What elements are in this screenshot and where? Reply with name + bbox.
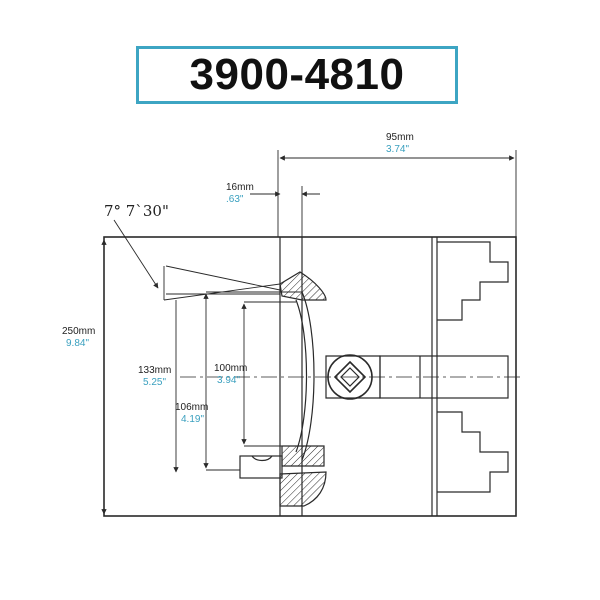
dim-133-inch: 5.25": [143, 377, 166, 388]
dim-133-mm: 133mm: [138, 365, 171, 376]
angle-leader: [113, 219, 159, 289]
dim-16-mm: 16mm: [226, 182, 254, 193]
bore-profile-inner: [295, 299, 308, 453]
square-drive: [333, 360, 367, 394]
dim-95-inch: 3.74": [386, 144, 409, 155]
angle-label: 7° 7`30": [104, 202, 169, 220]
jaw-bolt-section: [281, 445, 325, 467]
upper-jaw-steps: [437, 241, 509, 321]
upper-hatched-section: [279, 271, 327, 301]
dim-95-mm: 95mm: [386, 132, 414, 143]
jaw-bolt: [239, 455, 283, 479]
square-drive-inner: [340, 367, 360, 387]
dim-16-inch: .63": [226, 194, 244, 205]
dim-106-mm: 106mm: [175, 402, 208, 413]
lower-jaw-steps: [437, 411, 509, 493]
lower-hatched-section: [279, 471, 327, 507]
bore-profile: [301, 291, 315, 461]
dim-106-inch: 4.19": [181, 414, 204, 425]
jaw-bolt-slot: [251, 455, 273, 462]
angle-ref-line: [163, 283, 281, 301]
pinion-housing: [325, 355, 381, 399]
dim-250-inch: 9.84": [66, 338, 89, 349]
part-number-title: 3900-4810: [189, 50, 405, 99]
dim-100-inch: 3.94": [217, 375, 240, 386]
angle-ref-line-2: [165, 265, 281, 291]
title-box: 3900-4810: [136, 46, 458, 104]
dim-250-mm: 250mm: [62, 326, 95, 337]
dim-100-mm: 100mm: [214, 363, 247, 374]
